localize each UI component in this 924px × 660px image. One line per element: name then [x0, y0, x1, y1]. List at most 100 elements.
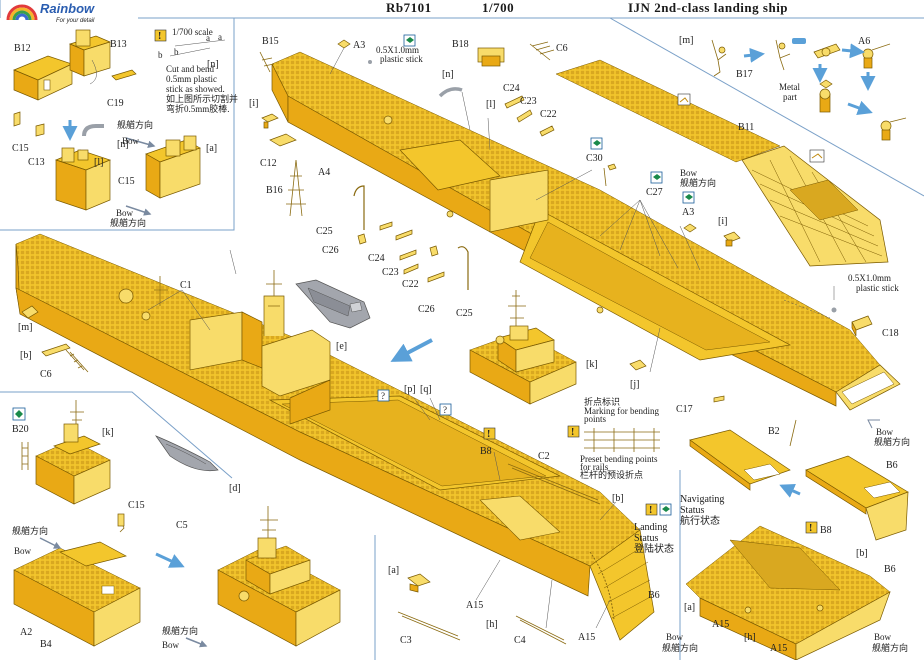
cut-bend-cn-2: 弯折0.5mm胶棒. — [166, 103, 230, 114]
label-a6: A6 — [858, 36, 870, 47]
label-m-top: [m] — [679, 35, 693, 46]
cut-bend-3: stick as showed. — [166, 84, 225, 94]
part-b20 — [21, 442, 29, 470]
inset-frame-top-left — [0, 18, 235, 231]
label-c17: C17 — [676, 404, 693, 415]
bow-en-3: Bow — [680, 168, 698, 178]
label-c12: C12 — [260, 158, 277, 169]
rails — [397, 463, 601, 645]
label-b-lower2: [b] — [612, 493, 624, 504]
label-b-lower: [b] — [20, 350, 32, 361]
label-c24-mid: C24 — [368, 253, 385, 264]
stick-note-right-2: plastic stick — [856, 283, 899, 293]
label-a15-right2: A15 — [770, 643, 787, 654]
label-c26-mid: C26 — [418, 304, 435, 315]
label-k-mid: [k] — [586, 359, 598, 370]
svg-text:!: ! — [649, 505, 652, 516]
label-c2: C2 — [538, 451, 550, 462]
part-c23-top — [516, 109, 533, 123]
label-c3: C3 — [400, 635, 412, 646]
upper-hull-assembly — [271, 51, 901, 411]
bow-cn-8: 舰艏方向 — [872, 642, 908, 653]
svg-text:!: ! — [487, 429, 490, 440]
label-l-inset: [l] — [94, 157, 103, 168]
bow-cn-3: 舰艏方向 — [680, 177, 716, 188]
label-b2: B2 — [768, 426, 780, 437]
label-p: [p] — [404, 384, 416, 395]
part-c24-top — [504, 95, 525, 109]
header: Rainbow For your detail Rb7101 1/700 IJN… — [6, 0, 924, 24]
stick-note-2: plastic stick — [380, 54, 423, 64]
inset-bridge-assembly — [12, 400, 341, 647]
brand-tagline: For your detail — [56, 18, 95, 24]
bow-en-6: Bow — [162, 640, 180, 650]
label-c27: C27 — [646, 187, 663, 198]
caution-icon-b8 — [483, 427, 496, 440]
rainbow-logo: Rainbow For your detail — [6, 1, 95, 24]
svg-text:?: ? — [381, 391, 385, 401]
preset-bend-1: Preset bending points — [580, 454, 658, 464]
label-b-right: [b] — [856, 548, 868, 559]
label-c25-left: C25 — [316, 226, 333, 237]
inset-deckhouse-assembly — [13, 29, 201, 216]
part-b15 — [259, 51, 275, 73]
label-a15-lower: A15 — [466, 600, 483, 611]
label-c6-lower: C6 — [40, 369, 52, 380]
label-a-lower: [a] — [388, 565, 399, 576]
label-a15-right: A15 — [712, 619, 729, 630]
scale-mark-a2: a — [218, 32, 222, 42]
bow-en-2: Bow — [116, 208, 134, 218]
part-c25 — [353, 185, 365, 230]
inset-frame-bottom-left — [0, 391, 233, 479]
scale-mark-b1: b — [158, 50, 163, 60]
label-b11: B11 — [738, 122, 754, 133]
direction-arrow — [390, 338, 433, 362]
bending-1: Marking for bending — [584, 406, 659, 416]
part-c12 — [269, 133, 297, 147]
stick-note-right-1: 0.5X1.0mm — [848, 273, 891, 283]
caution-icon — [154, 29, 167, 42]
label-c13: C13 — [28, 157, 45, 168]
part-c15 — [13, 111, 21, 127]
ramp-variants: ! ! — [645, 419, 909, 660]
lower-hull-assembly — [15, 233, 655, 641]
label-c18: C18 — [882, 328, 899, 339]
bending-cn: 折点标识 — [584, 396, 620, 407]
label-b15: B15 — [262, 36, 279, 47]
lower-bow-ramp — [589, 529, 655, 641]
label-h-right: [h] — [744, 632, 756, 643]
part-a3-mid — [683, 223, 697, 233]
label-c15-bottom: C15 — [128, 500, 145, 511]
cut-bend-cn-1: 如上图所示切割并 — [166, 93, 238, 104]
scale-note-title: 1/700 scale — [172, 27, 213, 37]
leader-lines-upper — [329, 47, 701, 271]
part-b17 — [711, 39, 727, 77]
label-b13: B13 — [110, 39, 127, 50]
metal-part-2: part — [783, 92, 797, 102]
part-b16-mast — [286, 159, 306, 217]
label-j: [j] — [630, 379, 639, 390]
boat-e — [295, 279, 371, 329]
label-c1: C1 — [180, 280, 192, 291]
bow-cn-5: 舰艏方向 — [12, 525, 48, 536]
bow-cn-1: 舰艏方向 — [117, 119, 153, 130]
label-b6-right: B6 — [886, 460, 898, 471]
scale-mark-a1: a — [206, 33, 210, 43]
bending-note: ! 折点标识 Marking for bending points Preset… — [567, 396, 660, 480]
label-a4: A4 — [318, 167, 330, 178]
sticker-icons-upper — [590, 137, 695, 204]
label-a15-ramp: A15 — [578, 632, 595, 643]
part-c19 — [111, 69, 137, 81]
part-b11-deck — [555, 59, 781, 163]
preset-bend-2: for rails — [580, 462, 609, 472]
lower-mast — [266, 270, 282, 307]
label-i-left: [i] — [249, 98, 258, 109]
part-c6-top — [529, 41, 555, 61]
part-c26-mid — [357, 233, 367, 245]
label-b20: B20 — [12, 424, 29, 435]
part-c22-mid — [427, 271, 445, 283]
brand-name: Rainbow — [40, 1, 95, 16]
inset-ramp-assembly — [555, 38, 907, 267]
label-d: [d] — [229, 483, 241, 494]
